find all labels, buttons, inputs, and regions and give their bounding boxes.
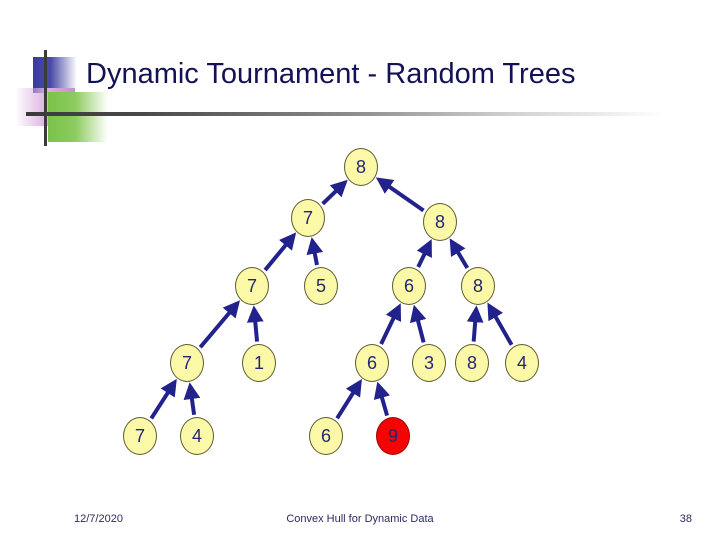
tree-edge	[409, 304, 427, 343]
tree-edge	[379, 303, 402, 345]
tree-node: 5	[304, 267, 338, 305]
tree-node: 6	[392, 267, 426, 305]
tree-node: 6	[309, 417, 343, 455]
tree-node-label: 7	[246, 275, 257, 296]
tree-edge	[149, 378, 177, 420]
tree-node: 7	[123, 417, 157, 455]
tree-node: 6	[355, 344, 389, 382]
page-title: Dynamic Tournament - Random Trees	[86, 58, 576, 90]
tree-node-label: 5	[315, 275, 326, 296]
tree-node: 8	[344, 148, 378, 186]
tree-node: 8	[455, 344, 489, 382]
tree-node-label: 4	[516, 352, 527, 373]
tree-edge	[183, 382, 201, 416]
tree-node-label: 8	[472, 275, 483, 296]
tree-node: 3	[412, 344, 446, 382]
tree-edge	[449, 238, 470, 270]
tree-node-label: 3	[423, 352, 434, 373]
footer-deck-title: Convex Hull for Dynamic Data	[286, 513, 434, 525]
tree-edge	[373, 381, 391, 417]
tree-node-label: 7	[181, 352, 192, 373]
tree-node-label: 7	[134, 425, 145, 446]
decoration-horizontal-rule	[26, 112, 694, 116]
tree-node-label: 6	[366, 352, 377, 373]
tree-edge	[335, 378, 362, 420]
tree-node: 7	[235, 267, 269, 305]
tree-node-label: 6	[320, 425, 331, 446]
tree-node-label: 8	[434, 211, 445, 232]
decoration-green-square	[48, 92, 108, 142]
tree-node-label: 8	[355, 156, 366, 177]
footer-date: 12/7/2020	[74, 513, 123, 525]
tree-edge	[306, 237, 324, 266]
tree-edge	[321, 179, 348, 206]
tree-edge	[198, 300, 241, 349]
tree-node: 8	[423, 203, 457, 241]
tree-edge	[487, 302, 514, 346]
tree-node: 4	[505, 344, 539, 382]
tree-node-label: 4	[191, 425, 202, 446]
footer-page-number: 38	[679, 513, 692, 525]
tree-edge	[375, 177, 425, 213]
tree-node-label: 1	[253, 352, 264, 373]
tree-node: 4	[180, 417, 214, 455]
tree-edge	[466, 305, 484, 342]
tree-node: 7	[291, 199, 325, 237]
tree-node-label: 8	[466, 352, 477, 373]
tree-node: 8	[461, 267, 495, 305]
decoration-blue-square	[33, 57, 77, 93]
decoration-vertical-rule	[44, 50, 47, 146]
tree-node: 7	[170, 344, 204, 382]
tree-node: 1	[242, 344, 276, 382]
tree-node-label: 9	[387, 425, 398, 446]
tree-edge	[246, 305, 264, 342]
tree-node-label: 6	[403, 275, 414, 296]
tree-node-label: 7	[302, 207, 313, 228]
tree-edge	[416, 239, 432, 268]
tree-edge	[263, 232, 297, 272]
tree-node-highlighted: 9	[376, 417, 410, 455]
